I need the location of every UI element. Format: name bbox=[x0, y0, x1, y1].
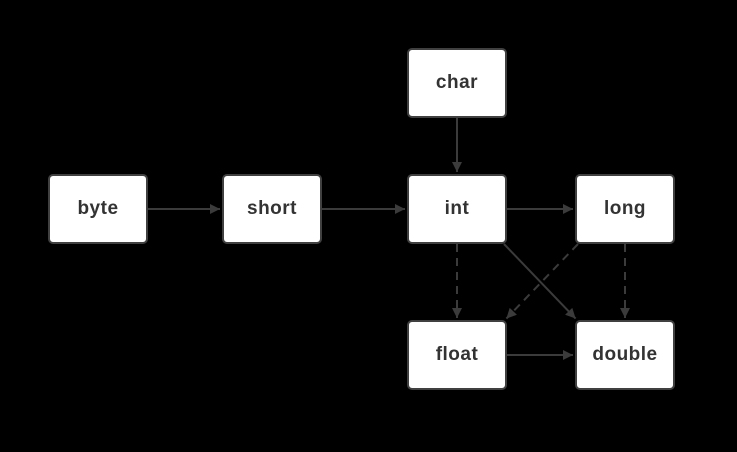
node-float-label: float bbox=[435, 344, 479, 365]
node-double: double bbox=[575, 320, 675, 390]
node-long: long bbox=[575, 174, 675, 244]
node-int: int bbox=[407, 174, 507, 244]
node-char: char bbox=[407, 48, 507, 118]
edge-int-to-double bbox=[503, 243, 577, 320]
node-long-label: long bbox=[603, 198, 647, 219]
edge-long-to-float bbox=[505, 243, 579, 320]
node-byte-label: byte bbox=[77, 198, 119, 219]
node-short: short bbox=[222, 174, 322, 244]
node-int-label: int bbox=[444, 198, 470, 219]
node-char-label: char bbox=[435, 72, 479, 93]
node-double-label: double bbox=[592, 344, 658, 365]
node-short-label: short bbox=[247, 198, 297, 219]
node-byte: byte bbox=[48, 174, 148, 244]
node-float: float bbox=[407, 320, 507, 390]
